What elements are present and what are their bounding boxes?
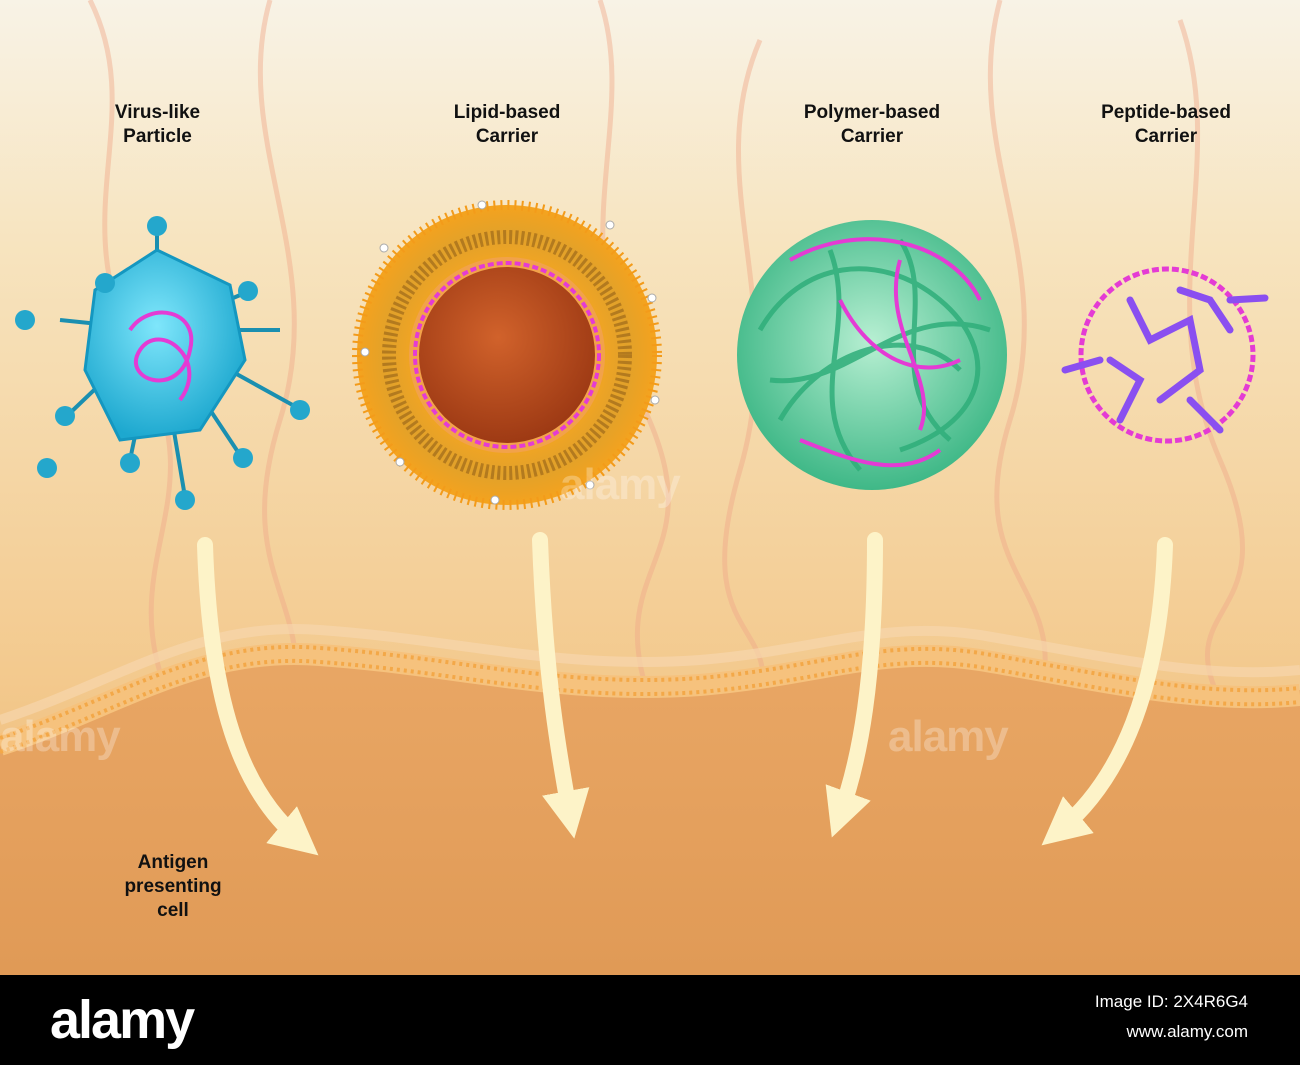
label-virus-like-particle: Virus-like Particle [75,101,240,149]
label-line: Virus-like [114,102,201,123]
alamy-logo: alamy [50,990,195,1050]
label-line: Carrier [840,126,904,147]
watermark: alamy [560,460,681,509]
label-line: presenting [124,876,222,897]
label-line: Carrier [1134,126,1198,147]
label-line: Antigen [137,852,209,873]
label-line: Carrier [475,126,539,147]
stock-footer: alamy Image ID: 2X4R6G4 www.alamy.com [0,975,1300,1065]
watermark: alamy [0,712,121,761]
site-url: www.alamy.com [1126,1022,1248,1041]
uptake-arrows [197,532,1173,856]
arrow-lipid [532,532,590,839]
footer-meta: Image ID: 2X4R6G4 www.alamy.com [1095,987,1248,1047]
polymer-based-carrier-illustration [737,220,1007,490]
arrow-polymer [825,532,883,838]
diagram-artwork [0,0,1300,975]
peptide-based-carrier-illustration [1061,266,1269,444]
label-lipid-based-carrier: Lipid-based Carrier [412,101,602,149]
image-id: Image ID: 2X4R6G4 [1094,992,1248,1011]
watermark: alamy [888,712,1009,761]
lipid-based-carrier-illustration [352,200,662,510]
virus-like-particle-illustration [15,216,310,510]
label-line: Peptide-based [1101,102,1231,123]
label-line: Particle [123,126,192,147]
label-line: Lipid-based [453,102,561,123]
label-peptide-based-carrier: Peptide-based Carrier [1066,101,1266,149]
label-polymer-based-carrier: Polymer-based Carrier [772,101,972,149]
label-line: Polymer-based [803,102,941,123]
label-line: cell [157,900,189,921]
label-antigen-presenting-cell: Antigen presenting cell [98,851,248,923]
antigen-presenting-cell [0,648,1300,975]
arrow-peptide [1041,537,1173,846]
arrow-virus [197,537,319,856]
